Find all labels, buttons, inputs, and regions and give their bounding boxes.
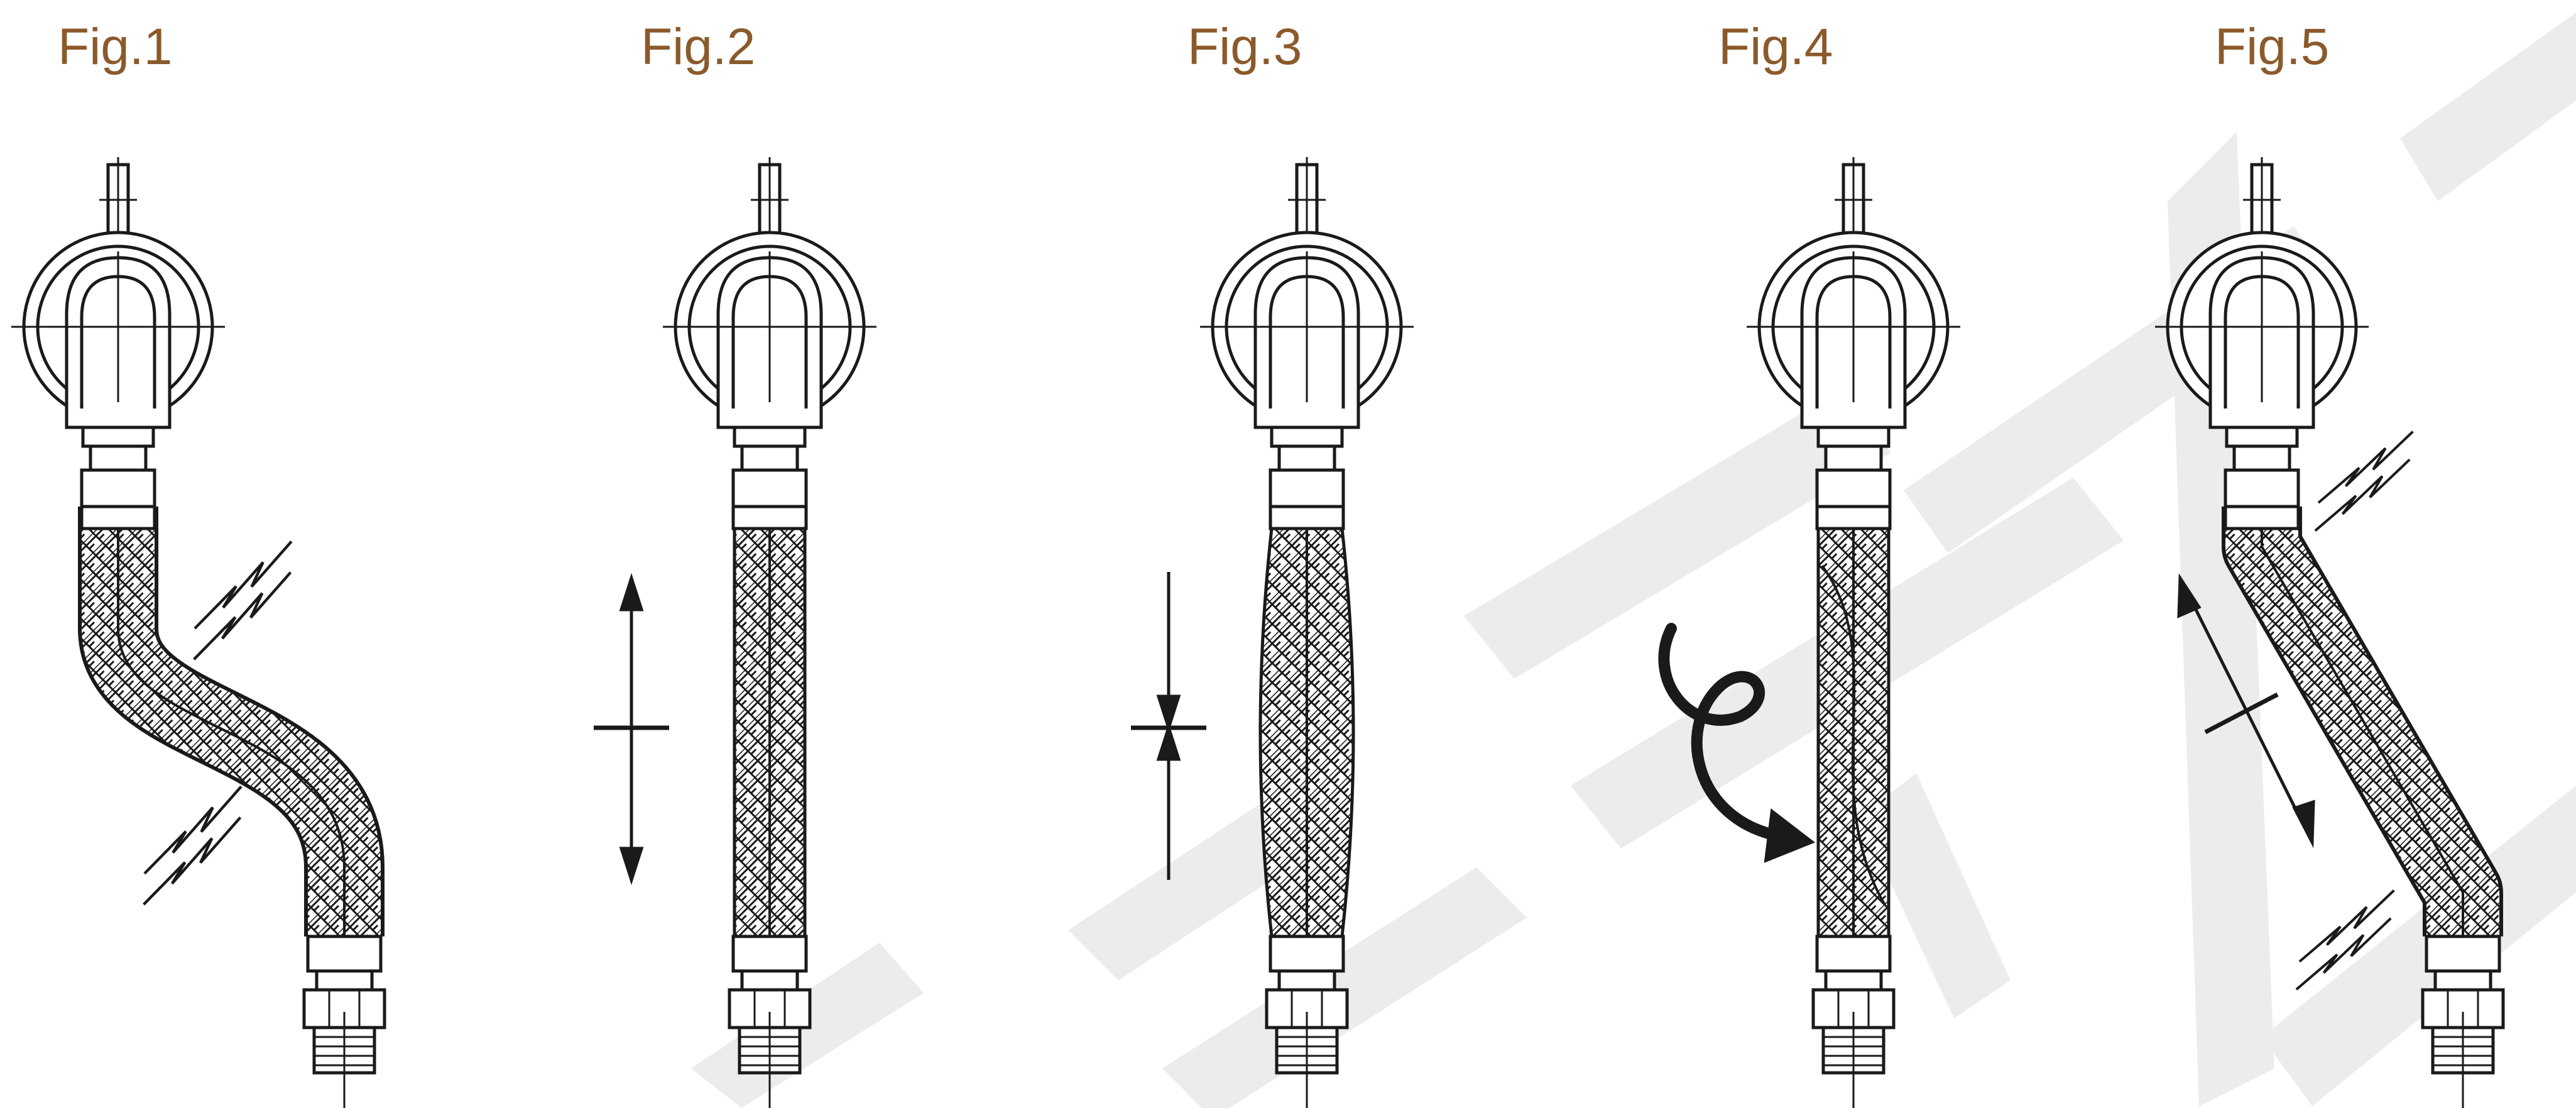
figure-2-label: Fig.2: [641, 18, 756, 75]
figure-2-axial-extension: Fig.2: [515, 0, 1049, 1108]
figure-2-hose-collar: [731, 505, 808, 530]
figure-5-label: Fig.5: [2215, 18, 2330, 75]
figure-1-label: Fig.1: [58, 18, 173, 75]
figure-3-hose-collar: [1269, 505, 1345, 530]
twist-line: [1821, 564, 1886, 906]
figure-1-elbow-flange: [11, 157, 225, 508]
figure-4-elbow-flange: [1747, 157, 1960, 508]
figure-4-end-fitting: [1811, 935, 1896, 1108]
vibration-bolt-icon: [2295, 889, 2395, 990]
torsion-arrow-icon: [1658, 623, 1784, 842]
figure-5-drawing: [2155, 157, 2505, 1108]
extension-arrow-icon: [594, 573, 669, 886]
figure-2-drawing: [594, 157, 876, 1108]
figure-1-end-fitting: [302, 935, 386, 1108]
figure-1-braided-hose: [78, 505, 385, 936]
figure-4-torsion: Fig.4: [1596, 0, 2111, 1108]
compression-arrow-icon: [1131, 572, 1206, 880]
figure-5-elbow-flange: [2155, 157, 2369, 508]
figure-1-drawing: [11, 157, 386, 1108]
vibration-bolt-icon: [143, 786, 243, 906]
figure-4-hose-collar: [1815, 505, 1892, 530]
figure-4-drawing: [1658, 157, 1960, 1108]
figure-5-braided-hose: [2222, 505, 2503, 936]
figure-5-angular: Fig.5: [2111, 0, 2576, 1108]
vibration-bolt-icon: [193, 540, 293, 661]
figure-3-label: Fig.3: [1187, 18, 1302, 75]
figure-2-elbow-flange: [663, 157, 876, 508]
figure-3-end-fitting: [1265, 935, 1349, 1108]
figure-2-braided-hose: [733, 527, 807, 938]
vibration-bolt-icon: [2314, 431, 2414, 532]
figure-5-end-fitting: [2421, 935, 2505, 1108]
torsion-arrow-head: [1764, 808, 1816, 864]
angular-arrow-icon: [2177, 573, 2315, 848]
figure-4-label: Fig.4: [1718, 18, 1833, 75]
figure-3-elbow-flange: [1200, 157, 1414, 508]
figure-3-axial-compression: Fig.3: [1049, 0, 1596, 1108]
figure-3-drawing: [1131, 157, 1414, 1108]
figure-2-end-fitting: [728, 935, 812, 1108]
figure-3-braided-hose: [1258, 527, 1355, 938]
figure-1-lateral: Fig.1: [0, 0, 515, 1108]
